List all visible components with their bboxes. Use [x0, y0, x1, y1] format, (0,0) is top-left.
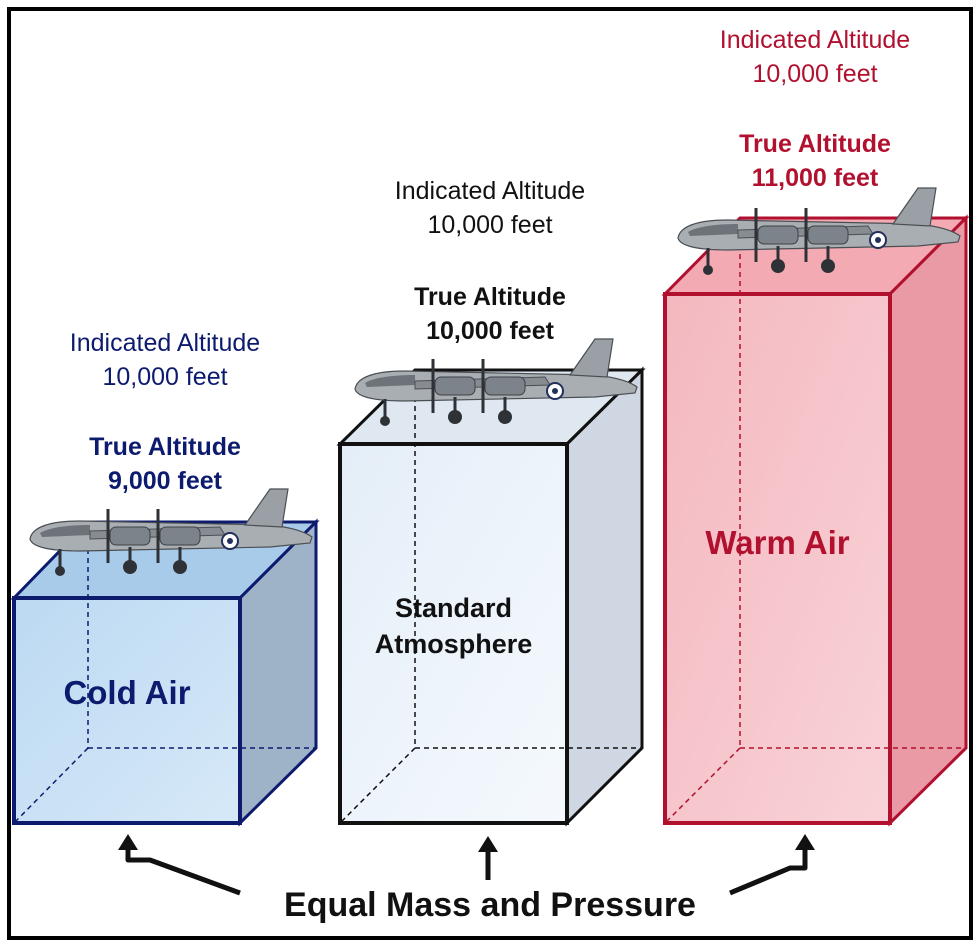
standard-atmosphere-label: Standard Atmosphere [340, 590, 567, 662]
standard-true-label: True Altitude [414, 283, 566, 311]
arrow-up-icon [118, 834, 138, 850]
cold-true-altitude: True Altitude 9,000 feet [40, 430, 290, 498]
cold-indicated-value: 10,000 feet [102, 363, 228, 391]
warm-indicated-altitude: Indicated Altitude 10,000 feet [690, 23, 940, 91]
standard-indicated-value: 10,000 feet [427, 211, 553, 239]
warm-indicated-value: 10,000 feet [752, 60, 878, 88]
standard-atmosphere-box [336, 366, 646, 827]
arrow-to-standard [478, 836, 498, 880]
warm-air-box [661, 214, 970, 827]
standard-indicated-label: Indicated Altitude [394, 177, 586, 205]
warm-air-label: Warm Air [705, 524, 850, 561]
warm-true-value: 11,000 feet [751, 164, 879, 192]
cold-true-label: True Altitude [89, 433, 241, 461]
standard-indicated-altitude: Indicated Altitude 10,000 feet [365, 174, 615, 242]
equal-mass-pressure-label: Equal Mass and Pressure [284, 886, 696, 924]
warm-true-label: True Altitude [739, 130, 891, 158]
arrow-up-icon [795, 834, 815, 850]
arrow-to-warm [729, 834, 815, 896]
warm-indicated-label: Indicated Altitude [719, 26, 911, 54]
cold-true-value: 9,000 feet [108, 467, 222, 495]
cold-air-label: Cold Air [63, 674, 191, 711]
standard-true-value: 10,000 feet [426, 317, 554, 345]
cold-indicated-label: Indicated Altitude [69, 329, 261, 357]
arrow-to-cold [118, 834, 241, 896]
arrow-up-icon [478, 836, 498, 852]
warm-true-altitude: True Altitude 11,000 feet [690, 127, 940, 195]
standard-label-line1: Standard [394, 593, 513, 623]
cold-indicated-altitude: Indicated Altitude 10,000 feet [40, 326, 290, 394]
standard-true-altitude: True Altitude 10,000 feet [365, 280, 615, 348]
standard-label-line2: Atmosphere [374, 629, 533, 659]
